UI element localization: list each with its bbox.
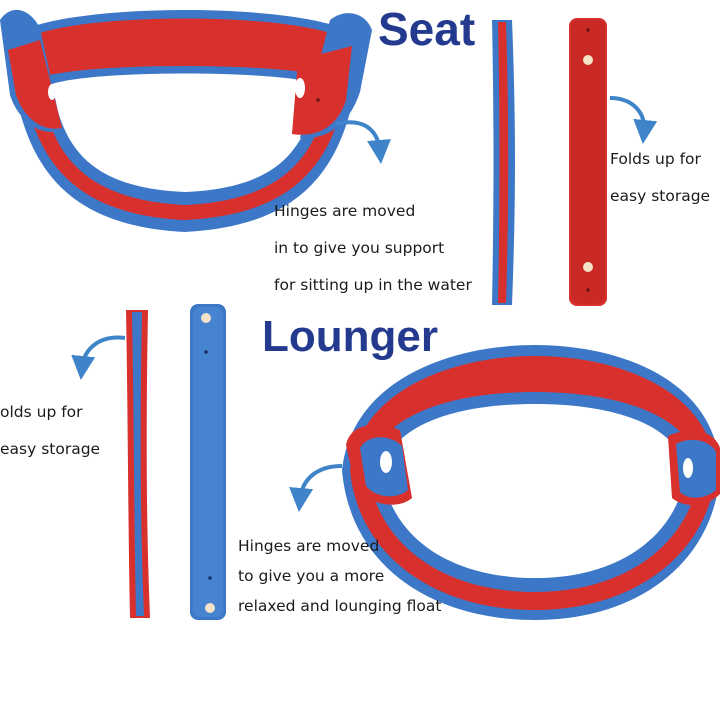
lounger-folded-side-view: [126, 310, 150, 618]
caption-line: Folds up for: [610, 150, 701, 168]
curved-arrow-down-left-icon: [71, 335, 126, 380]
caption-line: easy storage: [0, 440, 101, 458]
caption-line: in to give you support: [274, 239, 445, 257]
caption-line: Hinges are moved: [274, 202, 416, 220]
caption-line: Hinges are moved: [238, 537, 380, 555]
seat-folded-front-view: [569, 18, 607, 306]
lounger-folded-front-view: [190, 304, 226, 620]
lounger-heading: Lounger: [262, 312, 438, 361]
caption-line: easy storage: [610, 187, 711, 205]
seat-hinge-caption: Hinges are moved in to give you support …: [274, 193, 472, 304]
seat-float-ring: [0, 9, 372, 232]
lounger-fold-caption: olds up for easy storage: [0, 394, 100, 468]
caption-line: olds up for: [0, 403, 83, 421]
curved-arrow-down-left-icon: [289, 464, 343, 512]
lounger-hinge-caption: Hinges are moved to give you a more rela…: [238, 531, 441, 621]
caption-line: to give you a more: [238, 567, 385, 585]
lounger-float-ring: [342, 345, 720, 620]
curved-arrow-down-icon: [609, 96, 658, 144]
seat-heading: Seat: [378, 3, 476, 55]
caption-line: relaxed and lounging float: [238, 597, 442, 615]
caption-line: for sitting up in the water: [274, 276, 472, 294]
seat-folded-side-view: [492, 20, 515, 305]
curved-arrow-down-icon: [335, 120, 391, 164]
seat-fold-caption: Folds up for easy storage: [610, 141, 710, 215]
